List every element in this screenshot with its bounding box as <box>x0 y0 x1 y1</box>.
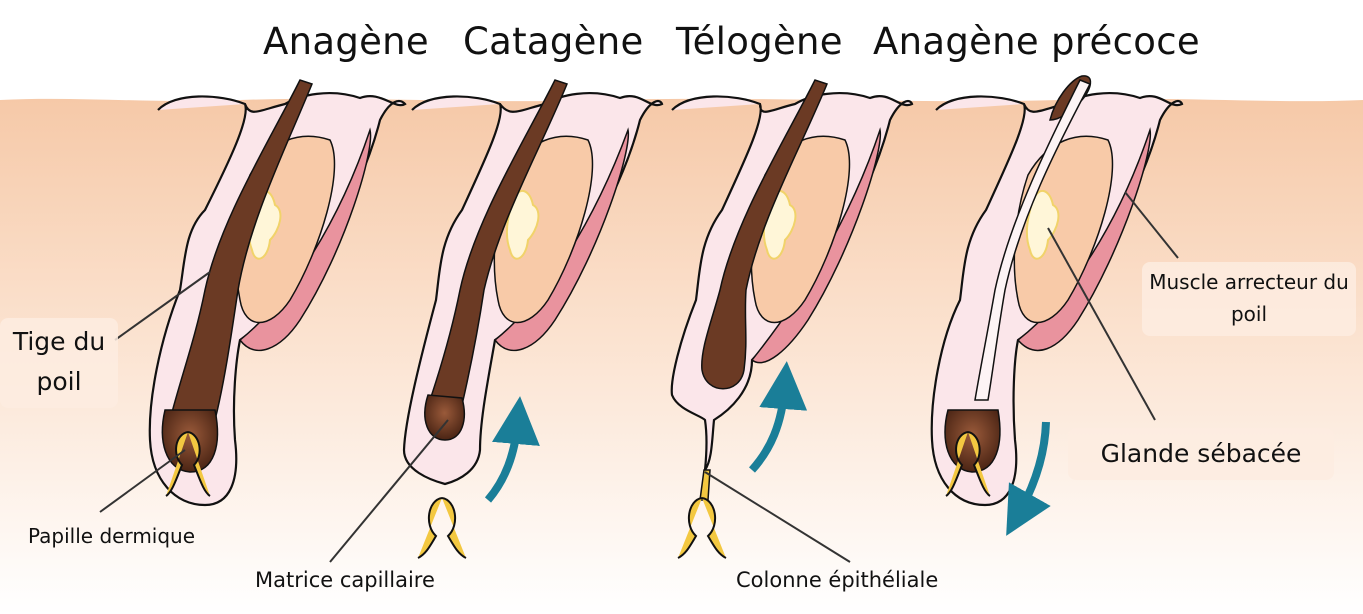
label-epithelial-column: Colonne épithéliale <box>736 568 939 592</box>
label-sebaceous-gland: Glande sébacée <box>1068 428 1334 480</box>
leader-hair-shaft <box>114 271 211 341</box>
follicle-telogen <box>670 79 914 559</box>
telogen-arrow <box>749 361 808 473</box>
new-hair-shaft <box>974 79 1092 401</box>
leader-dermal-papilla <box>99 449 186 513</box>
dermal-papilla <box>945 431 991 497</box>
label-arrector-muscle: Muscle arrecteur du poil <box>1142 262 1356 336</box>
gland-secretion <box>1025 190 1060 260</box>
regression-arrow <box>484 396 540 503</box>
follicle-anagen <box>148 79 407 507</box>
leader-sebaceous-gland <box>1047 227 1156 421</box>
growth-arrow <box>1006 421 1051 536</box>
stage-title-early-anagen: Anagène précoce <box>873 20 1200 63</box>
hair-bulb <box>161 409 219 473</box>
label-hair-matrix: Matrice capillaire <box>255 568 435 592</box>
dermal-papilla <box>165 431 211 497</box>
leader-hair-matrix <box>329 419 449 563</box>
label-hair-shaft: Tige du poil <box>0 318 118 408</box>
stage-title-telogen: Télogène <box>676 20 843 63</box>
gland-secretion <box>505 190 540 260</box>
follicle-catagen <box>402 79 664 559</box>
follicle-early-anagen <box>930 75 1184 536</box>
label-dermal-papilla: Papille dermique <box>28 524 196 548</box>
dermal-papilla <box>677 497 727 559</box>
hair-bulb <box>424 394 466 441</box>
stage-title-anagen: Anagène <box>263 20 429 63</box>
hair-shaft <box>701 79 828 390</box>
leader-epithelial-column <box>704 471 851 563</box>
leader-lines <box>99 191 1179 563</box>
leader-arrector-muscle <box>1124 191 1179 259</box>
dermal-papilla <box>417 497 467 559</box>
stage-title-catagen: Catagène <box>463 20 644 63</box>
